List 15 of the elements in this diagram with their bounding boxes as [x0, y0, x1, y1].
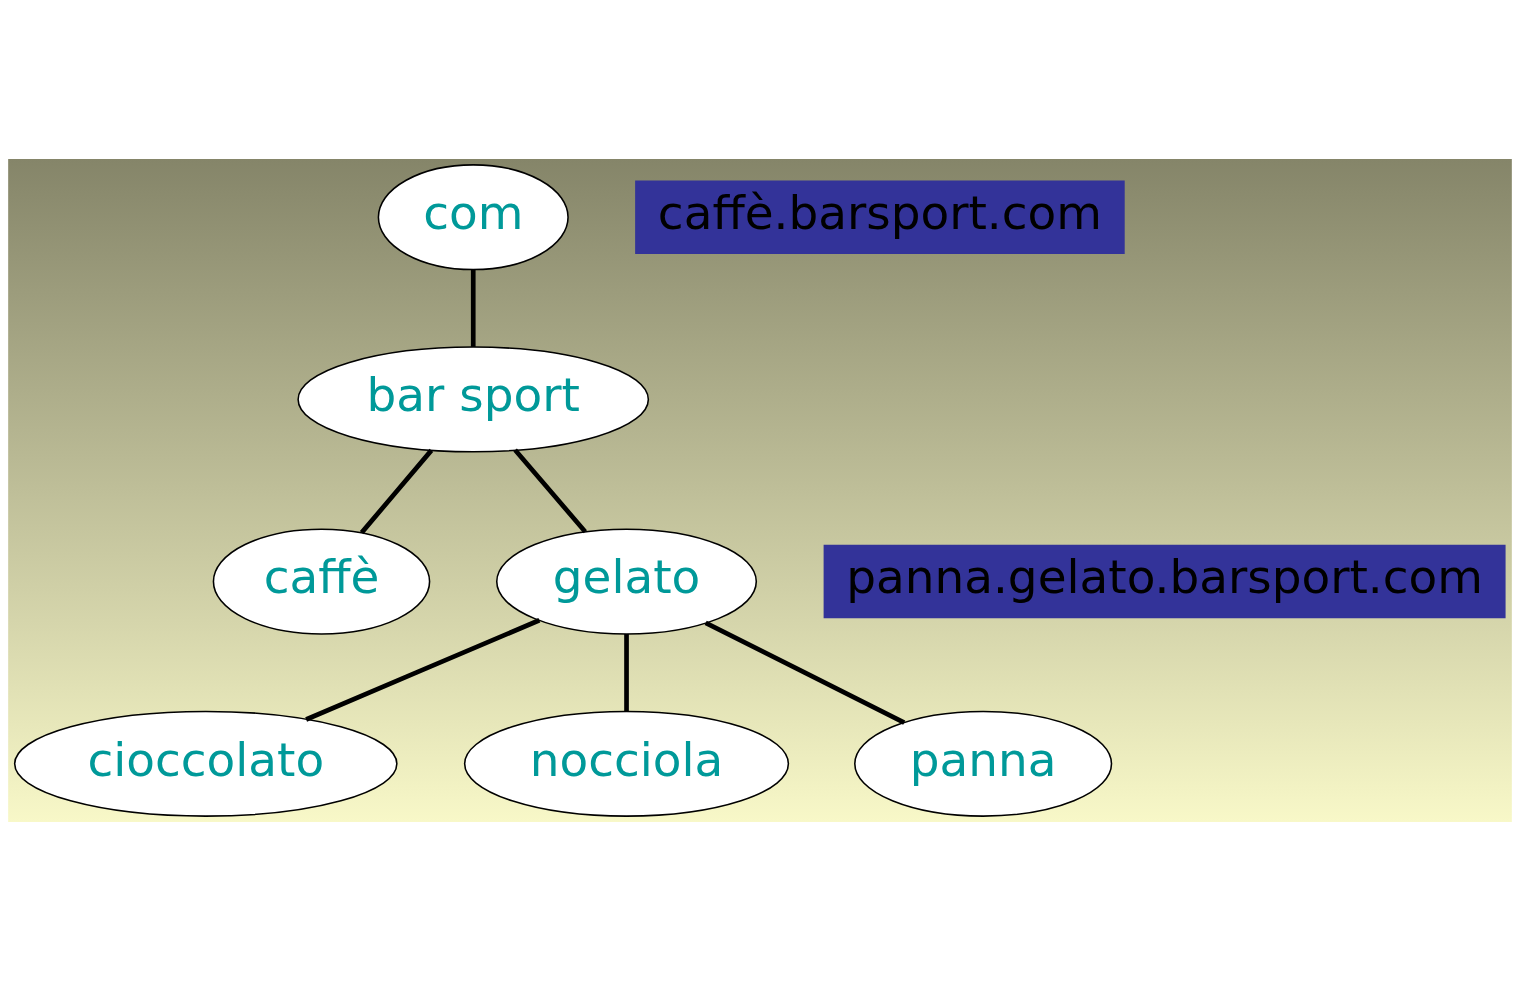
node-ellipse: com [377, 164, 569, 271]
node-ellipse: cioccolato [13, 710, 398, 817]
node-ellipse: nocciola [463, 710, 790, 817]
label: caffè.barsport.com [657, 184, 1102, 240]
connector [305, 618, 541, 722]
connector [513, 448, 587, 534]
connector [704, 620, 906, 725]
node-ellipse: panna [854, 710, 1113, 817]
connector [470, 269, 476, 347]
node-ellipse: caffè [212, 528, 431, 635]
node-ellipse: gelato [496, 528, 758, 635]
connector [359, 448, 434, 535]
connector [624, 633, 629, 712]
node-ellipse: bar sport [297, 346, 650, 453]
label: panna.gelato.barsport.com [846, 549, 1483, 605]
